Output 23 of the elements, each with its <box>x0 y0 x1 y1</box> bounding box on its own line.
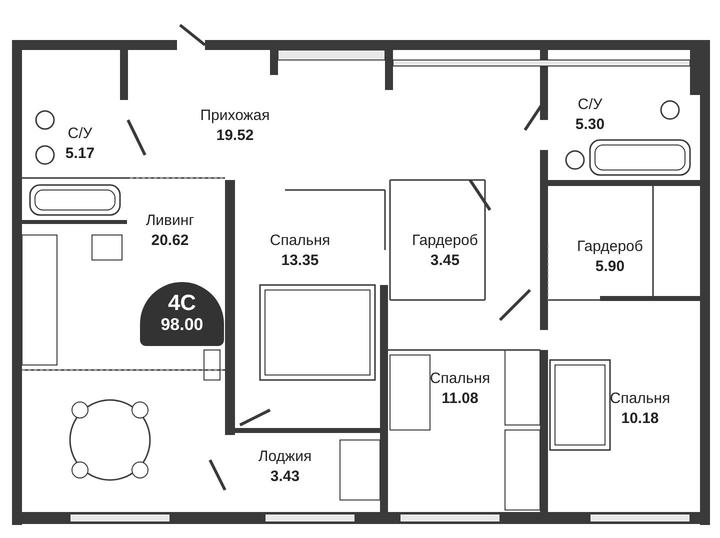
room-area: 11.08 <box>442 390 478 408</box>
room-area: 10.18 <box>621 410 659 428</box>
room-name: Прихожая <box>200 107 270 125</box>
room-area: 3.45 <box>430 252 460 270</box>
room-area: 5.90 <box>595 258 625 276</box>
total-area: 98.00 <box>160 314 204 336</box>
room-name: С/У <box>68 125 92 143</box>
room-area: 19.52 <box>216 127 254 145</box>
room-name: Спальня <box>270 232 330 250</box>
room-area: 13.35 <box>281 252 319 270</box>
room-area: 5.17 <box>65 145 95 163</box>
area-badge <box>140 282 224 346</box>
apartment-type: 4С <box>168 292 196 314</box>
room-name: Лоджия <box>258 448 312 466</box>
room-name: С/У <box>578 96 602 114</box>
room-name: Спальня <box>430 370 490 388</box>
room-name: Гардероб <box>577 238 643 256</box>
room-area: 20.62 <box>151 232 189 250</box>
room-name: Спальня <box>610 390 670 408</box>
room-name: Гардероб <box>412 232 478 250</box>
room-name: Ливинг <box>146 212 194 230</box>
room-area: 3.43 <box>270 468 300 486</box>
room-area: 5.30 <box>575 116 605 134</box>
